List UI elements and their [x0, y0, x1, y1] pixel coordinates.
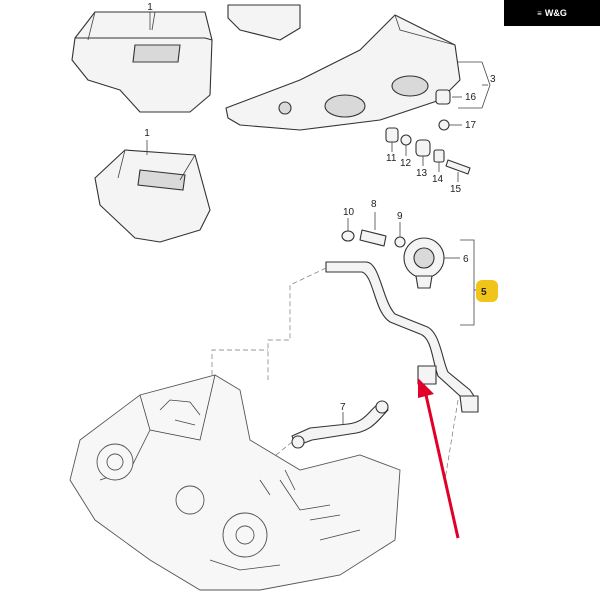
engine-cover-upper — [71, 11, 213, 113]
brand-text: W&G — [544, 8, 567, 18]
brand-logo-icon: ≡ — [537, 8, 542, 18]
callout-5: 5 — [481, 287, 487, 298]
part-14-spacer — [433, 149, 445, 172]
callout-1-lower: 1 — [144, 128, 150, 139]
callout-9: 9 — [397, 211, 403, 222]
callout-13: 13 — [416, 168, 428, 179]
red-pointer-arrow — [418, 378, 460, 539]
part-13-grommet — [415, 139, 431, 166]
part-15-bolt — [445, 159, 471, 182]
callout-15: 15 — [450, 184, 462, 195]
callout-16: 16 — [465, 92, 477, 103]
callout-1-upper: 1 — [147, 2, 153, 13]
callout-12: 12 — [400, 158, 412, 169]
callout-17: 17 — [465, 120, 477, 131]
part-8-short-hose — [359, 212, 387, 247]
engine-cover-lower — [94, 149, 211, 243]
part-10-o-ring — [341, 218, 355, 242]
callout-7: 7 — [340, 402, 346, 413]
part-17-bolt — [438, 119, 462, 131]
callout-8: 8 — [371, 199, 377, 210]
brand-badge: ≡ W&G — [504, 0, 600, 26]
callout-14: 14 — [432, 174, 444, 185]
part-11-bushing — [385, 127, 399, 152]
callout-5-highlight: 5 — [476, 280, 498, 302]
callout-11: 11 — [386, 153, 397, 164]
part-6-oil-separator — [403, 237, 460, 289]
engine-block — [69, 374, 401, 591]
breather-hose-assembly — [325, 261, 479, 413]
callout-6: 6 — [463, 254, 469, 265]
callout-10: 10 — [343, 207, 355, 218]
part-16-sleeve — [435, 89, 462, 105]
cover-bracket — [225, 4, 461, 131]
callout-3: 3 — [490, 74, 496, 85]
part-12-washer — [400, 134, 412, 156]
part-9-seal — [394, 222, 406, 248]
part-7-hose — [291, 400, 389, 449]
